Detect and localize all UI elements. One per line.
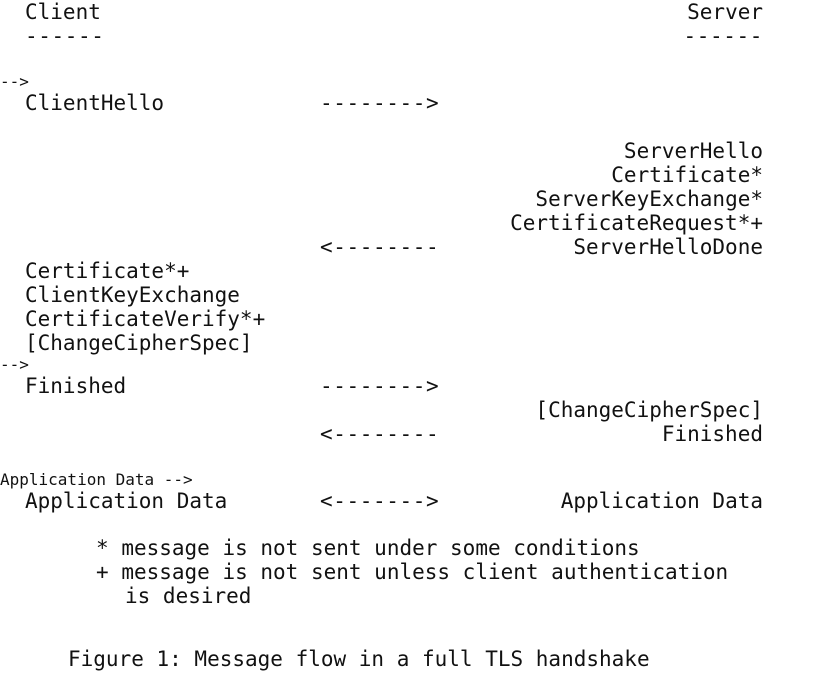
client-message: [ChangeCipherSpec] — [25, 331, 253, 355]
table-row: ServerKeyExchange* — [0, 187, 836, 211]
client-heading-rule: ------ — [25, 24, 105, 48]
arrow-bidirectional-icon: <-------> — [320, 489, 440, 513]
footnote-marker: * — [96, 536, 109, 560]
table-row: Application Data <-------> Application D… — [0, 489, 836, 513]
arrow-right-icon: --------> — [320, 91, 440, 115]
client-message: ClientKeyExchange — [25, 283, 240, 307]
server-heading-rule: ------ — [683, 24, 763, 48]
footnote-text: message is not sent unless client authen… — [121, 560, 729, 584]
footnote-text: message is not sent under some condition… — [121, 536, 640, 560]
table-row: ------ ------ — [0, 24, 836, 48]
client-message: ClientHello — [25, 91, 165, 115]
arrow-left-icon: <-------- — [320, 235, 440, 259]
client-message: CertificateVerify*+ — [25, 307, 266, 331]
message-flow-grid: Client Server ------ ------ --> ClientHe… — [0, 0, 836, 513]
table-row: Certificate* — [0, 163, 836, 187]
table-row: ClientKeyExchange — [0, 283, 836, 307]
server-message: Application Data — [560, 489, 763, 513]
server-message: ServerHello — [623, 139, 763, 163]
client-message: Certificate*+ — [25, 259, 190, 283]
table-row: Finished --------> — [0, 374, 836, 398]
server-column-heading: Server — [687, 0, 763, 24]
arrow-right-icon: --------> — [320, 374, 440, 398]
client-message: Application Data — [25, 489, 228, 513]
table-row-spacer — [0, 446, 836, 470]
table-row: [ChangeCipherSpec] — [0, 331, 836, 355]
server-message: CertificateRequest*+ — [510, 211, 763, 235]
footnote-marker: + — [96, 560, 109, 584]
figure-footnotes: * message is not sent under some conditi… — [96, 536, 836, 608]
table-row: CertificateRequest*+ — [0, 211, 836, 235]
client-column-heading: Client — [25, 0, 101, 24]
server-message: [ChangeCipherSpec] — [535, 398, 763, 422]
footnote-plus-continuation: is desired — [125, 584, 252, 608]
table-row: Certificate*+ — [0, 259, 836, 283]
table-row: <-------- ServerHelloDone — [0, 235, 836, 259]
table-row: CertificateVerify*+ — [0, 307, 836, 331]
footnote-plus: + message is not sent unless client auth… — [96, 560, 836, 584]
table-row: Client Server — [0, 0, 836, 24]
server-message: Finished — [661, 422, 763, 446]
table-row: <-------- Finished — [0, 422, 836, 446]
table-row: ServerHello — [0, 139, 836, 163]
server-message: ServerHelloDone — [573, 235, 763, 259]
footnote-asterisk: * message is not sent under some conditi… — [96, 536, 836, 560]
server-message: ServerKeyExchange* — [535, 187, 763, 211]
table-row: [ChangeCipherSpec] — [0, 398, 836, 422]
figure-caption: Figure 1: Message flow in a full TLS han… — [68, 647, 650, 671]
table-row-spacer — [0, 48, 836, 72]
table-row-spacer — [0, 115, 836, 139]
client-message: Finished — [25, 374, 127, 398]
server-message: Certificate* — [611, 163, 763, 187]
arrow-left-icon: <-------- — [320, 422, 440, 446]
table-row: ClientHello --------> — [0, 91, 836, 115]
